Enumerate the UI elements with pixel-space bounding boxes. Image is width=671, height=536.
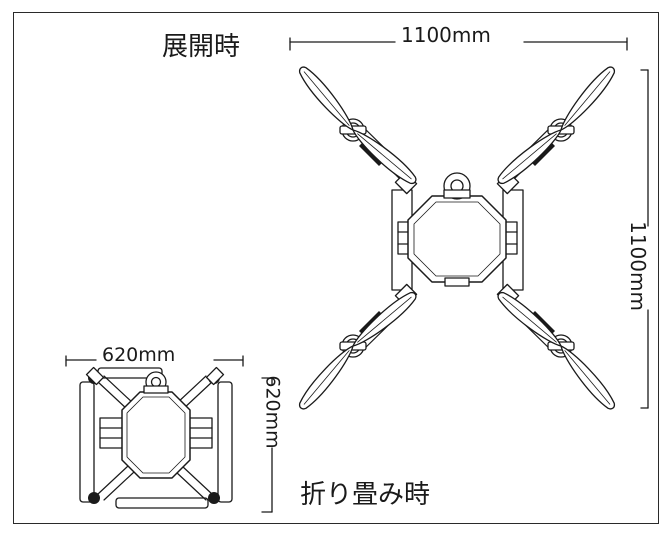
dim-line-top [289, 37, 628, 51]
deployed-height-label: 1100mm [626, 221, 650, 311]
dim-line-small-top [65, 355, 244, 367]
diagram-frame [13, 12, 659, 524]
folded-title: 折り畳み時 [300, 480, 431, 510]
dim-line-right [640, 69, 649, 409]
drone-deployed [294, 62, 620, 414]
deployed-title: 展開時 [162, 32, 241, 62]
dim-line-small-right [261, 377, 273, 513]
folded-width-label: 620mm [102, 344, 176, 366]
deployed-width-label: 1100mm [401, 23, 491, 47]
drone-folded [79, 366, 233, 509]
folded-height-label: 620mm [261, 375, 284, 449]
